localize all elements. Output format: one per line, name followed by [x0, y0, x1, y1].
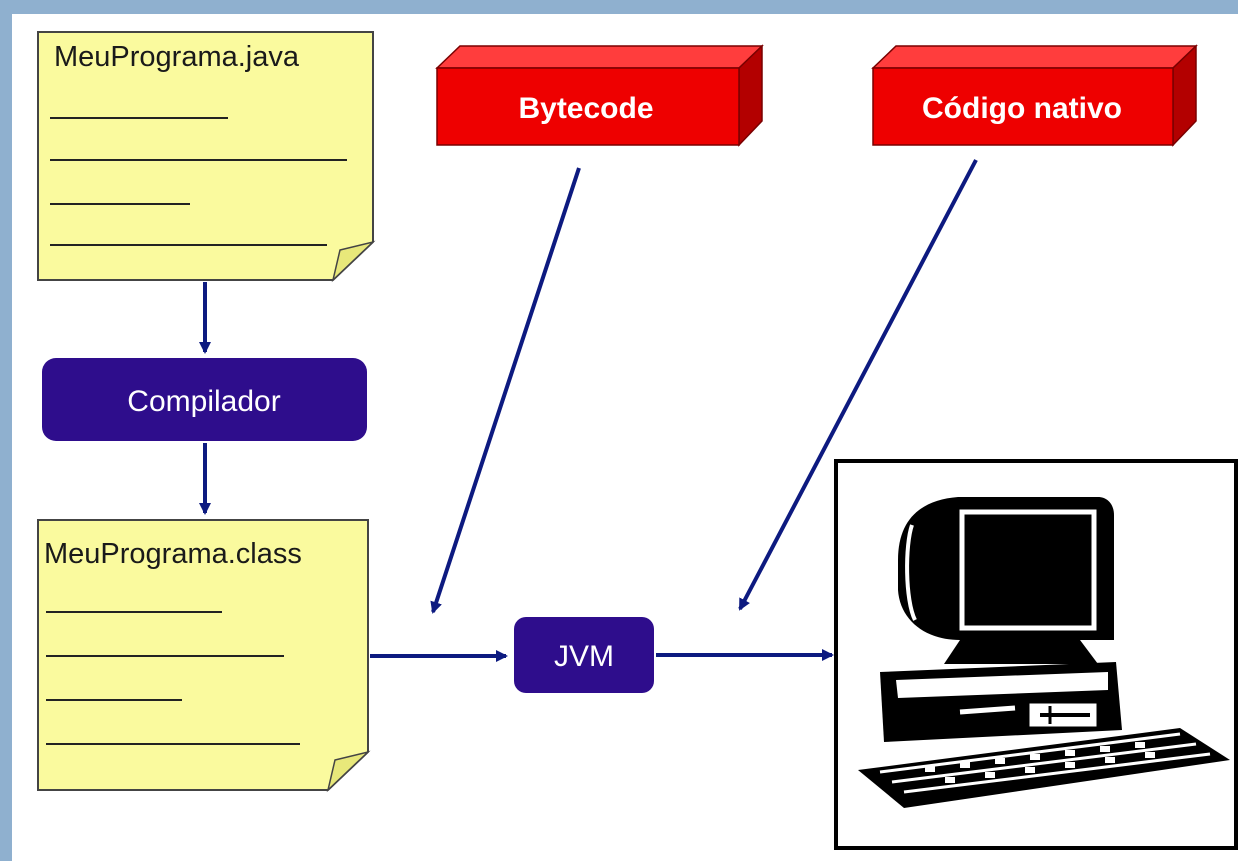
compiler-label: Compilador — [127, 385, 280, 418]
desktop-computer-icon — [834, 459, 1238, 850]
source-file-document: MeuPrograma.java — [37, 31, 376, 283]
jvm-node: JVM — [514, 617, 654, 693]
class-file-document: MeuPrograma.class — [37, 519, 371, 793]
bytecode-box: Bytecode — [435, 44, 764, 147]
arrow-bytecode-to-jvm — [430, 167, 581, 614]
native-code-box: Código nativo — [871, 44, 1198, 147]
jvm-label: JVM — [554, 640, 614, 673]
compiler-node: Compilador — [42, 358, 367, 441]
source-file-title: MeuPrograma.java — [54, 41, 300, 73]
arrow-native-to-computer — [738, 159, 978, 611]
bytecode-label: Bytecode — [518, 92, 653, 125]
native-code-label: Código nativo — [922, 92, 1122, 125]
class-file-title: MeuPrograma.class — [44, 538, 302, 570]
